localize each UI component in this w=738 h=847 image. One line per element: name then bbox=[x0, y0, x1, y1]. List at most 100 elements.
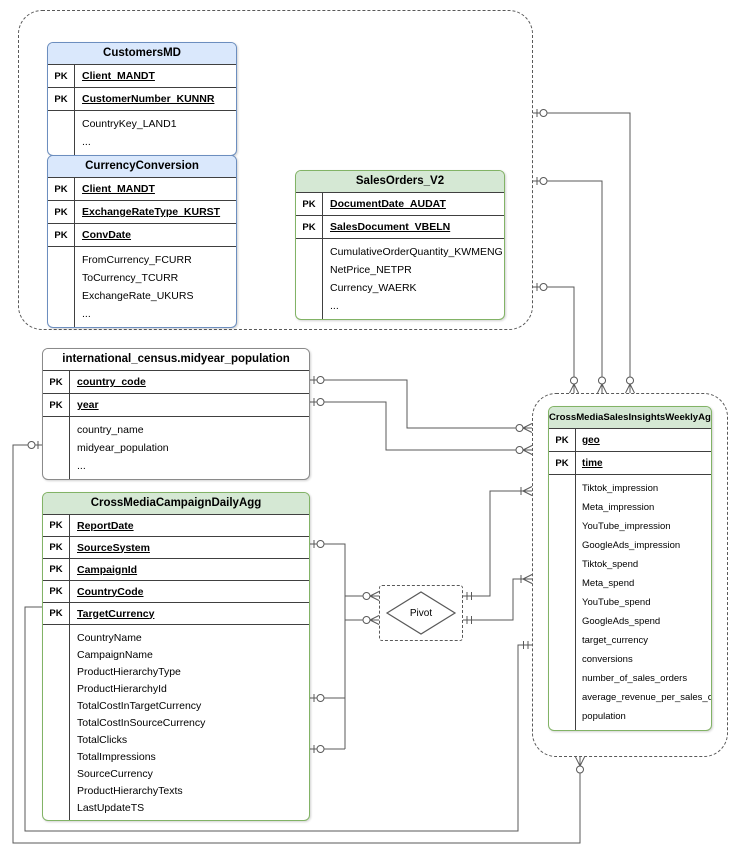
zero-or-many-marker bbox=[522, 449, 533, 455]
attribute-name: Tiktok_spend bbox=[582, 559, 639, 570]
attribute-row: FromCurrency_FCURR bbox=[75, 251, 236, 269]
attributes-section: CountryKey_LAND1... bbox=[48, 111, 236, 155]
attribute-row: TotalCostInTargetCurrency bbox=[70, 697, 309, 714]
pk-field-name: geo bbox=[582, 434, 600, 446]
attribute-list: CountryKey_LAND1... bbox=[75, 111, 236, 155]
attribute-row: target_currency bbox=[576, 631, 711, 650]
attribute-name: Meta_impression bbox=[582, 502, 655, 513]
relationship-line[interactable] bbox=[533, 286, 575, 393]
attribute-row: CountryKey_LAND1 bbox=[75, 115, 236, 133]
attribute-name: NetPrice_NETPR bbox=[330, 264, 412, 276]
pk-badge: PK bbox=[549, 429, 576, 451]
table-title: CurrencyConversion bbox=[48, 156, 236, 178]
attribute-name: YouTube_spend bbox=[582, 597, 651, 608]
pk-column-spacer bbox=[549, 475, 576, 730]
one-or-many-marker bbox=[522, 490, 533, 496]
attribute-row: ... bbox=[75, 305, 236, 323]
pk-field-name: Client_MANDT bbox=[82, 70, 155, 82]
zero-or-many-marker bbox=[515, 446, 524, 454]
pivot-frame[interactable] bbox=[379, 585, 463, 641]
pk-field-name: CampaignId bbox=[77, 563, 138, 576]
pk-badge: PK bbox=[43, 394, 70, 416]
zero-or-many-marker bbox=[522, 445, 533, 451]
zero-or-many-marker bbox=[369, 591, 380, 597]
zero-or-many-marker bbox=[570, 376, 578, 385]
pk-field-name: SourceSystem bbox=[77, 541, 150, 554]
attribute-row: midyear_population bbox=[70, 439, 309, 457]
attribute-row: Meta_spend bbox=[576, 574, 711, 593]
attribute-name: ... bbox=[82, 136, 91, 148]
zero-or-many-marker bbox=[522, 423, 533, 429]
pk-field-name: CountryCode bbox=[77, 585, 144, 598]
relationship-line[interactable] bbox=[533, 180, 603, 393]
zero-or-one-marker bbox=[316, 540, 325, 548]
attribute-row: TotalClicks bbox=[70, 731, 309, 748]
zero-or-many-marker bbox=[362, 592, 371, 600]
relationship-line[interactable] bbox=[463, 490, 532, 597]
pk-row: PK geo bbox=[549, 429, 711, 452]
one-or-many-marker bbox=[522, 574, 533, 580]
attribute-name: TotalCostInSourceCurrency bbox=[77, 716, 206, 729]
attribute-row: Meta_impression bbox=[576, 498, 711, 517]
pk-badge: PK bbox=[48, 201, 75, 223]
relationship-line[interactable] bbox=[463, 578, 532, 621]
pk-field-name: SalesDocument_VBELN bbox=[330, 221, 451, 233]
attribute-name: LastUpdateTS bbox=[77, 801, 145, 814]
attribute-name: country_name bbox=[77, 424, 144, 436]
relationship-line[interactable] bbox=[533, 112, 631, 393]
zero-or-many-marker bbox=[569, 383, 575, 394]
zero-or-one-marker bbox=[316, 376, 325, 384]
attribute-row: ... bbox=[75, 133, 236, 151]
pk-field-name: country_code bbox=[77, 376, 146, 388]
attribute-row: CountryName bbox=[70, 629, 309, 646]
attribute-name: TotalClicks bbox=[77, 733, 128, 746]
attribute-row: population bbox=[576, 707, 711, 726]
table-title: international_census.midyear_population bbox=[43, 349, 309, 371]
attribute-name: GoogleAds_impression bbox=[582, 540, 681, 551]
relationship-line[interactable] bbox=[310, 401, 532, 451]
attribute-name: conversions bbox=[582, 654, 633, 665]
attribute-name: Tiktok_impression bbox=[582, 483, 659, 494]
pk-row: PK SalesDocument_VBELN bbox=[296, 216, 504, 239]
attribute-row: ExchangeRate_UKURS bbox=[75, 287, 236, 305]
pk-badge: PK bbox=[43, 371, 70, 393]
zero-or-one-marker bbox=[316, 745, 325, 753]
attribute-name: CampaignName bbox=[77, 648, 153, 661]
relationship-line[interactable] bbox=[310, 543, 346, 749]
attribute-name: ... bbox=[330, 300, 339, 312]
pk-badge: PK bbox=[43, 515, 70, 536]
attribute-row: CampaignName bbox=[70, 646, 309, 663]
attribute-row: average_revenue_per_sales_order bbox=[576, 688, 711, 707]
attribute-name: Meta_spend bbox=[582, 578, 635, 589]
pk-badge: PK bbox=[43, 603, 70, 624]
pk-badge: PK bbox=[296, 216, 323, 238]
attribute-row: YouTube_impression bbox=[576, 517, 711, 536]
zero-or-one-marker bbox=[316, 694, 325, 702]
pk-badge: PK bbox=[48, 88, 75, 110]
pk-badge: PK bbox=[48, 178, 75, 200]
zero-or-many-marker bbox=[369, 619, 380, 625]
attribute-name: ... bbox=[82, 308, 91, 320]
relationship-line[interactable] bbox=[310, 379, 532, 429]
attribute-name: ProductHierarchyTexts bbox=[77, 784, 183, 797]
pk-field-name: TargetCurrency bbox=[77, 607, 155, 620]
pk-column-spacer bbox=[43, 417, 70, 479]
attribute-row: NetPrice_NETPR bbox=[323, 261, 504, 279]
attribute-name: TotalImpressions bbox=[77, 750, 156, 763]
zero-or-many-marker bbox=[369, 595, 380, 601]
